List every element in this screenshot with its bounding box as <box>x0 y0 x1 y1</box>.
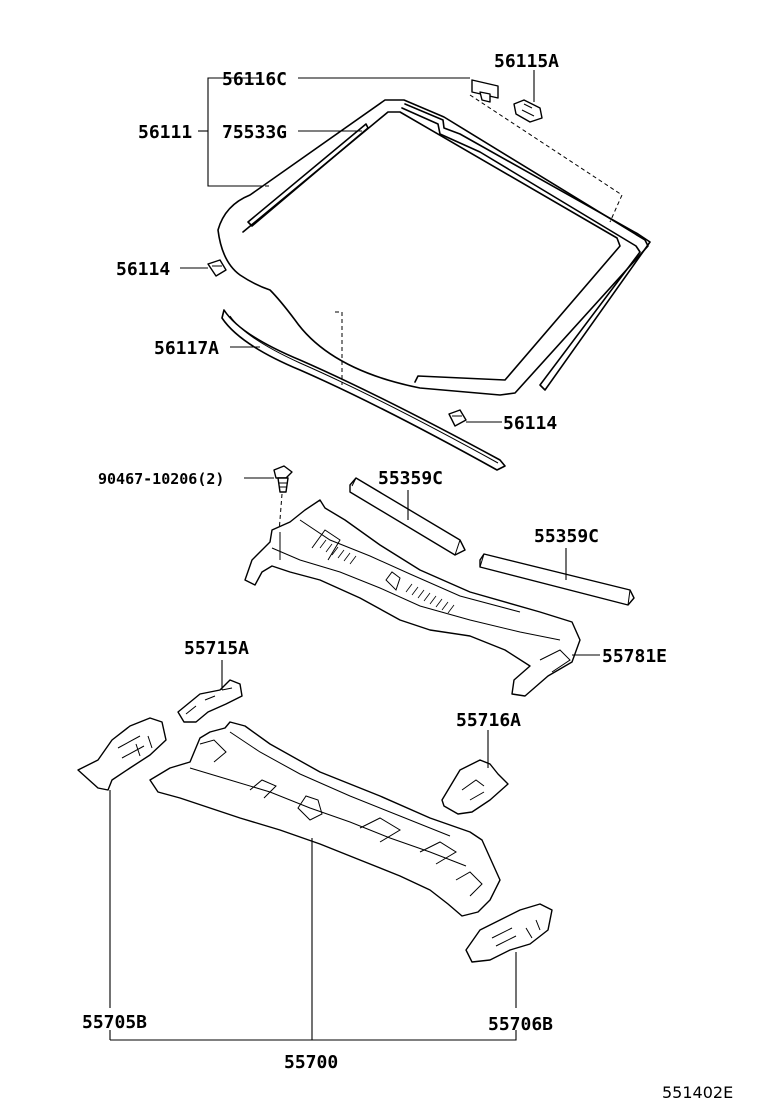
bracket-55700-group <box>109 1030 517 1041</box>
label-55781E: 55781E <box>602 646 667 667</box>
label-55705B: 55705B <box>82 1012 147 1033</box>
brace-55716A <box>441 759 509 815</box>
clip-90467-10206 <box>273 465 293 493</box>
cowl-seal-56117A <box>221 309 506 471</box>
cowl-panel-55700 <box>149 721 501 917</box>
windshield-glass <box>217 99 649 396</box>
label-55706B: 55706B <box>488 1014 553 1035</box>
label-55359C-upper: 55359C <box>378 468 443 489</box>
label-56111: 56111 <box>138 122 192 143</box>
label-56114-left: 56114 <box>116 259 170 280</box>
windshield-moulding <box>247 103 651 391</box>
dashed-guide-56115A <box>469 94 623 223</box>
clip-56116C <box>471 79 499 103</box>
seal-55359C-lower <box>479 553 635 606</box>
brace-55715A <box>177 679 243 723</box>
bracket-55705B <box>77 717 167 791</box>
label-56115A: 56115A <box>494 51 559 72</box>
clip-56115A <box>513 99 543 123</box>
label-55715A: 55715A <box>184 638 249 659</box>
bracket-56111 <box>207 77 260 187</box>
label-55716A: 55716A <box>456 710 521 731</box>
label-75533G: 75533G <box>222 122 287 143</box>
cowl-louvre-55781E <box>244 499 581 697</box>
label-90467-10206: 90467-10206(2) <box>98 470 224 488</box>
diagram-ref-number: 551402E <box>662 1083 733 1102</box>
bracket-55706B <box>465 903 553 963</box>
label-55700: 55700 <box>284 1052 338 1073</box>
label-56116C: 56116C <box>222 69 287 90</box>
label-55359C-lower: 55359C <box>534 526 599 547</box>
dashed-guide-center <box>335 311 343 385</box>
spacer-56114-left <box>207 259 227 277</box>
label-56117A: 56117A <box>154 338 219 359</box>
label-56114-right: 56114 <box>503 413 557 434</box>
spacer-56114-right <box>448 409 467 427</box>
